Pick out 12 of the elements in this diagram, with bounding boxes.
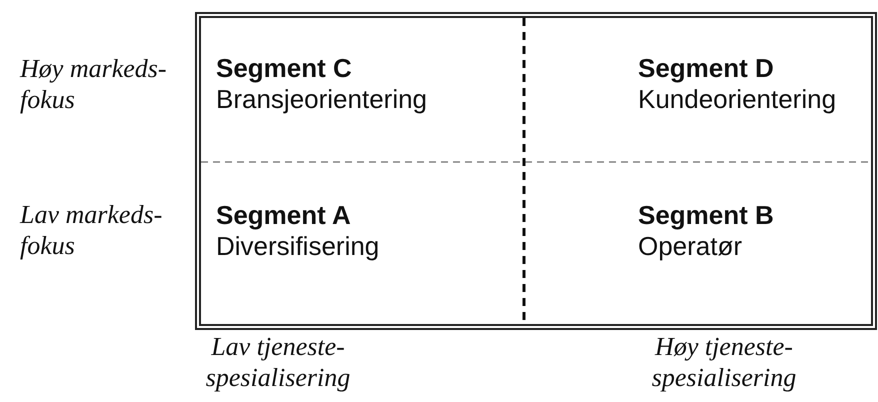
segment-label: Operatør: [638, 231, 742, 262]
segment-title: Segment B: [638, 200, 774, 231]
segment-title: Segment A: [216, 200, 351, 231]
segment-title: Segment D: [638, 53, 774, 84]
segment-label: Kundeorientering: [638, 84, 836, 115]
axis-label: Høy markeds- fokus: [20, 53, 168, 115]
segment-title: Segment C: [216, 53, 352, 84]
axis-label: Høy tjeneste- spesialisering: [650, 331, 798, 393]
segment-label: Diversifisering: [216, 231, 380, 262]
segment-label: Bransjeorientering: [216, 84, 428, 115]
axis-label: Lav markeds- fokus: [20, 199, 164, 261]
axis-label: Lav tjeneste- spesialisering: [204, 331, 352, 393]
